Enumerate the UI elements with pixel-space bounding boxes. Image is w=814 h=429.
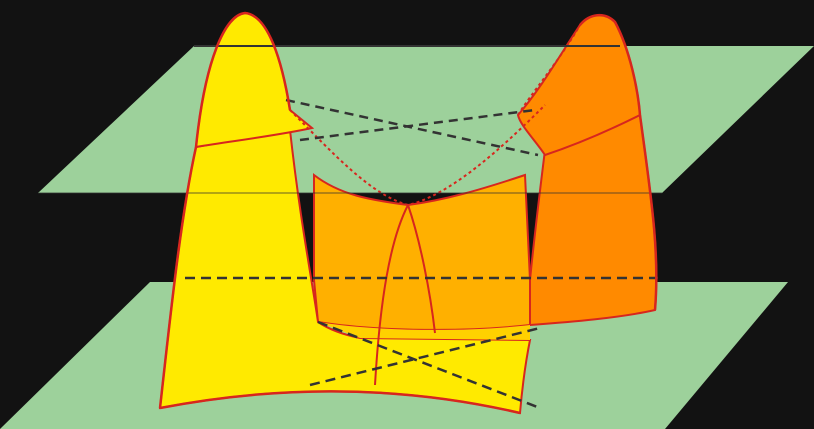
saddle-surface-diagram: [0, 0, 814, 429]
diagram-canvas: [0, 0, 814, 429]
